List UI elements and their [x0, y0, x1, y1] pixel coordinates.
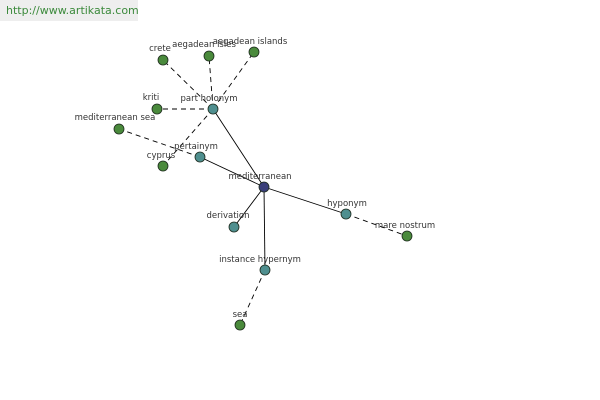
edge-hyponym-to-mare-nostrum: [345, 213, 408, 237]
label-hyponym[interactable]: hyponym: [327, 199, 367, 209]
label-mediterranean[interactable]: mediterranean: [228, 172, 291, 182]
label-sea[interactable]: sea: [233, 310, 248, 320]
node-aegadean-islands[interactable]: [248, 46, 260, 58]
label-part-holonym[interactable]: part holonym: [181, 94, 238, 104]
edge-mediterranean-to-pertainym: [199, 156, 265, 188]
node-crete[interactable]: [157, 54, 169, 66]
label-mediterranean-sea[interactable]: mediterranean sea: [75, 113, 156, 123]
label-instance-hypernym[interactable]: instance hypernym: [219, 255, 301, 265]
node-mare-nostrum[interactable]: [401, 230, 413, 242]
edge-mediterranean-to-derivation: [233, 186, 265, 228]
edge-mediterranean-to-instance-hypernym: [263, 186, 266, 271]
node-pertainym[interactable]: [194, 151, 206, 163]
url-banner: http://www.artikata.com: [0, 0, 139, 21]
node-kriti[interactable]: [151, 103, 163, 115]
edge-instance-hypernym-to-sea: [239, 269, 266, 326]
node-cyprus[interactable]: [157, 160, 169, 172]
node-sea[interactable]: [234, 319, 246, 331]
node-layer: [113, 46, 413, 331]
site-url[interactable]: http://www.artikata.com: [6, 4, 139, 17]
edge-mediterranean-to-part-holonym: [212, 108, 265, 188]
label-pertainym[interactable]: pertainym: [174, 142, 218, 152]
edge-part-holonym-to-crete: [162, 59, 214, 110]
edge-layer: [118, 51, 408, 326]
label-aegadean-islands[interactable]: aegadean islands: [213, 37, 288, 47]
label-kriti[interactable]: kriti: [143, 93, 159, 103]
node-derivation[interactable]: [228, 221, 240, 233]
node-aegadean-isles[interactable]: [203, 50, 215, 62]
node-part-holonym[interactable]: [207, 103, 219, 115]
label-mare-nostrum[interactable]: mare nostrum: [375, 221, 435, 231]
edge-part-holonym-to-aegadean-islands: [212, 51, 255, 110]
node-hyponym[interactable]: [340, 208, 352, 220]
node-mediterranean-sea[interactable]: [113, 123, 125, 135]
node-instance-hypernym[interactable]: [259, 264, 271, 276]
label-cyprus[interactable]: cyprus: [147, 151, 176, 161]
label-aegadean-isles[interactable]: aegadean isles: [172, 40, 236, 50]
node-mediterranean[interactable]: [258, 181, 270, 193]
edge-part-holonym-to-cyprus: [162, 108, 214, 167]
label-derivation[interactable]: derivation: [206, 211, 249, 221]
label-layer: mediterranean part holonym pertainym hypony…: [75, 37, 435, 320]
label-crete[interactable]: crete: [149, 44, 171, 54]
edge-mediterranean-to-hyponym: [263, 186, 347, 215]
